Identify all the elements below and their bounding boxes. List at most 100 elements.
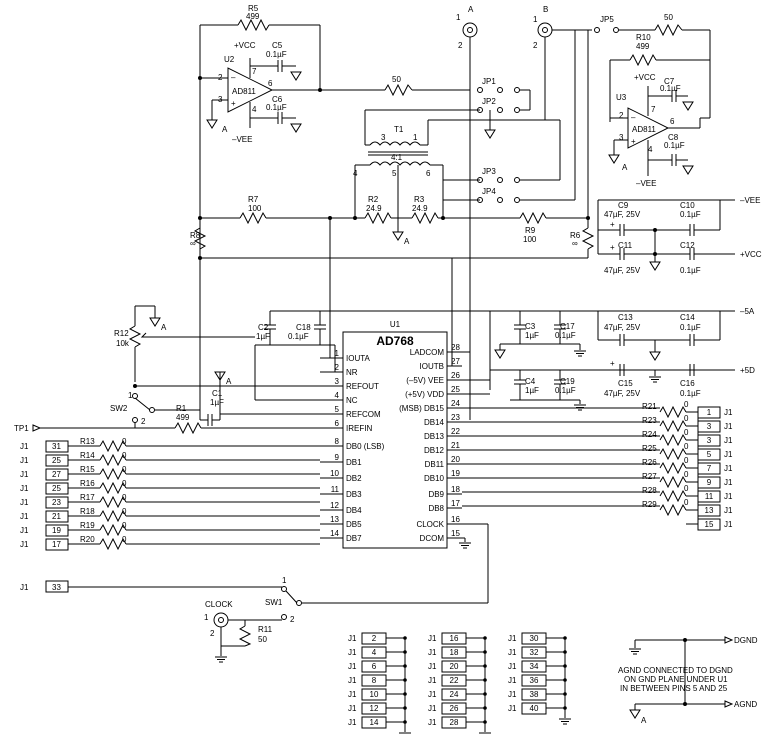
- j1-pin-number: 22: [450, 676, 459, 685]
- svg-text:47µF, 25V: 47µF, 25V: [604, 266, 641, 275]
- u3-ref: U3: [616, 93, 627, 102]
- dgnd-label: DGND: [734, 636, 758, 645]
- svg-text:1µF: 1µF: [525, 386, 539, 395]
- svg-text:JP2: JP2: [482, 97, 496, 106]
- svg-text:C12: C12: [680, 241, 695, 250]
- svg-text:A: A: [161, 323, 167, 332]
- svg-text:R5: R5: [248, 4, 259, 13]
- pin-name: DB5: [346, 520, 362, 529]
- pin-number: 5: [335, 405, 340, 414]
- svg-text:R3: R3: [414, 195, 425, 204]
- resistor-value: 0: [122, 507, 127, 516]
- j1-label: J1: [428, 690, 437, 699]
- resistor-value: 0: [684, 442, 689, 451]
- pin-number: 11: [331, 485, 340, 494]
- j1-label: J1: [20, 526, 29, 535]
- pin-number: 3: [335, 377, 340, 386]
- opamp-u2: AD811 U2 –+ 23 74 6 +VCC –VEE C50.1µF C6…: [198, 4, 470, 420]
- resistor-value: 0: [122, 521, 127, 530]
- pin-name: DB11: [425, 460, 445, 469]
- svg-text:T1: T1: [394, 125, 404, 134]
- j1-pin-number: 6: [372, 662, 377, 671]
- j1-pin-number: 18: [450, 648, 459, 657]
- svg-text:1: 1: [413, 133, 418, 142]
- svg-text:+: +: [610, 220, 615, 229]
- pin-number: 21: [451, 441, 460, 450]
- j1-pin-number: 7: [707, 464, 712, 473]
- svg-text:100: 100: [248, 204, 262, 213]
- u2-vcc: +VCC: [234, 41, 256, 50]
- svg-text:C19: C19: [560, 377, 575, 386]
- j1-label: J1: [20, 484, 29, 493]
- pin-name: DB12: [424, 446, 445, 455]
- pin-number: 9: [335, 453, 340, 462]
- svg-text:A: A: [641, 716, 647, 725]
- j1-label: J1: [428, 704, 437, 713]
- j1-pin-number: 26: [450, 704, 459, 713]
- svg-text:–: –: [231, 73, 236, 82]
- resistor-value: 0: [684, 456, 689, 465]
- svg-text:C8: C8: [668, 133, 679, 142]
- pin-name: DB3: [346, 490, 362, 499]
- resistor-ref: R16: [80, 479, 95, 488]
- j1-label: J1: [508, 662, 517, 671]
- pin-number: 1: [335, 349, 340, 358]
- pin-number: 19: [451, 469, 460, 478]
- svg-text:50: 50: [258, 635, 267, 644]
- u2-vee: –VEE: [232, 135, 252, 144]
- j1-label: J1: [20, 512, 29, 521]
- j1-pin-number: 31: [52, 442, 61, 451]
- pin-number: 18: [451, 485, 460, 494]
- resistor-ref: R18: [80, 507, 95, 516]
- svg-text:R11: R11: [258, 625, 273, 634]
- j1-pin-number: 8: [372, 676, 377, 685]
- j1-label: J1: [508, 648, 517, 657]
- j1-pin-number: 16: [450, 634, 459, 643]
- svg-text:47µF, 25V: 47µF, 25V: [604, 210, 641, 219]
- resistor-ref: R28: [642, 486, 657, 495]
- resistor-value: 0: [684, 498, 689, 507]
- resistor-value: 0: [684, 428, 689, 437]
- svg-text:+: +: [631, 137, 636, 146]
- pin-name: DCOM: [420, 534, 445, 543]
- m5a-rail-label: –5A: [740, 307, 755, 316]
- j1-label: J1: [428, 662, 437, 671]
- j1-label: J1: [348, 662, 357, 671]
- j1-pin-number: 24: [450, 690, 459, 699]
- pin-name: REFOUT: [346, 382, 379, 391]
- svg-text:C4: C4: [525, 377, 536, 386]
- svg-text:C14: C14: [680, 313, 695, 322]
- j1-pin-number: 10: [370, 690, 379, 699]
- pin-number: 24: [451, 399, 460, 408]
- pin-name: DB7: [346, 534, 362, 543]
- j1-label: J1: [348, 648, 357, 657]
- pin-number: 2: [335, 363, 340, 372]
- resistor-value: 0: [122, 465, 127, 474]
- svg-text:+: +: [610, 243, 615, 252]
- j1-label: J1: [508, 704, 517, 713]
- pin-number: 23: [451, 413, 460, 422]
- j1-label: J1: [428, 648, 437, 657]
- pin-number: 16: [451, 515, 460, 524]
- j1-pin-number: 23: [52, 498, 61, 507]
- svg-text:JP1: JP1: [482, 77, 496, 86]
- svg-text:6: 6: [268, 79, 273, 88]
- pin-number: 17: [451, 499, 460, 508]
- svg-text:4: 4: [252, 105, 257, 114]
